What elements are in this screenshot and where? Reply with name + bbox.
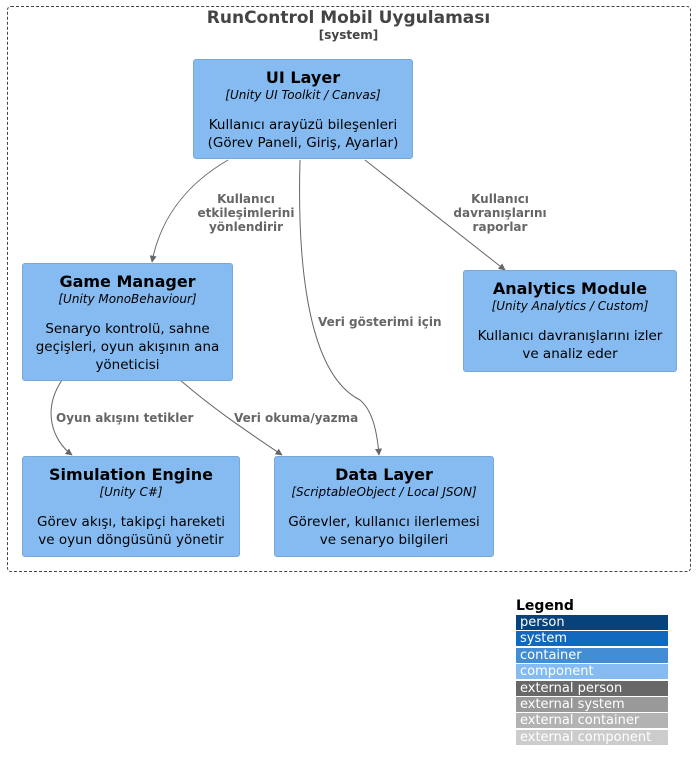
data-layer-description: Görevler, kullanıcı ilerlemesi ve senary…	[275, 513, 493, 549]
data-layer-component: Data Layer [ScriptableObject / Local JSO…	[274, 456, 494, 557]
analytics-desc-line: ve analiz eder	[522, 346, 618, 362]
data-layer-desc-line: ve senaryo bilgileri	[319, 532, 449, 548]
ui-layer-desc-line: Kullanıcı arayüzü bileşenleri	[208, 117, 398, 133]
system-subtitle: [system]	[318, 28, 379, 42]
edge-label-ui-to-game-manager: Kullanıcı etkileşimlerini yönlendirir	[196, 192, 296, 234]
edge-ui-to-analytics	[364, 159, 506, 271]
game-manager-desc-line: Senaryo kontrolü, sahne	[45, 321, 210, 337]
game-manager-desc-line: yöneticisi	[95, 357, 160, 373]
simulation-desc-line: ve oyun döngüsünü yönetir	[38, 532, 224, 548]
legend-item-container: container	[516, 647, 668, 663]
simulation-tech: [Unity C#]	[99, 485, 163, 499]
edge-label-line: Kullanıcı	[471, 192, 529, 206]
edge-gm-to-data-layer	[179, 379, 283, 456]
analytics-description: Kullanıcı davranışlarını izler ve analiz…	[464, 327, 676, 363]
edge-label-ui-to-data-layer: Veri gösterimi için	[318, 315, 442, 329]
legend: Legend person system container component…	[516, 598, 668, 746]
edge-label-line: Kullanıcı	[217, 192, 275, 206]
data-layer-desc-line: Görevler, kullanıcı ilerlemesi	[288, 514, 480, 530]
analytics-title: Analytics Module	[492, 279, 648, 298]
edge-ui-to-game-manager	[149, 159, 229, 263]
edge-label-line: etkileşimlerini	[197, 206, 295, 220]
data-layer-tech: [ScriptableObject / Local JSON]	[291, 485, 477, 499]
ui-layer-description: Kullanıcı arayüzü bileşenleri (Görev Pan…	[194, 116, 412, 152]
simulation-description: Görev akışı, takipçi hareketi ve oyun dö…	[23, 513, 239, 549]
system-title: RunControl Mobil Uygulaması	[206, 8, 491, 28]
edge-label-gm-to-simulation: Oyun akışını tetikler	[56, 411, 194, 425]
game-manager-tech: [Unity MonoBehaviour]	[58, 292, 197, 306]
edge-label-line: raporlar	[472, 220, 528, 234]
edge-label-line: davranışlarını	[453, 206, 547, 220]
ui-layer-desc-line: (Görev Paneli, Giriş, Ayarlar)	[207, 135, 399, 151]
game-manager-component: Game Manager [Unity MonoBehaviour] Senar…	[22, 263, 233, 381]
legend-item-system: system	[516, 631, 668, 647]
ui-layer-component: UI Layer [Unity UI Toolkit / Canvas] Kul…	[193, 59, 413, 159]
ui-layer-tech: [Unity UI Toolkit / Canvas]	[225, 88, 381, 102]
game-manager-desc-line: geçişleri, oyun akışının ana	[35, 339, 220, 355]
simulation-desc-line: Görev akışı, takipçi hareketi	[36, 514, 225, 530]
legend-title: Legend	[516, 598, 574, 614]
analytics-desc-line: Kullanıcı davranışlarını izler	[477, 328, 663, 344]
legend-item-external-container: external container	[516, 713, 668, 729]
edge-gm-to-simulation	[50, 379, 73, 456]
edge-label-gm-to-data-layer: Veri okuma/yazma	[234, 411, 359, 425]
legend-item-person: person	[516, 615, 668, 630]
legend-item-component: component	[516, 664, 668, 680]
legend-item-external-system: external system	[516, 696, 668, 712]
simulation-engine-component: Simulation Engine [Unity C#] Görev akışı…	[22, 456, 240, 557]
edge-label-ui-to-analytics: Kullanıcı davranışlarını raporlar	[450, 192, 550, 234]
analytics-module-component: Analytics Module [Unity Analytics / Cust…	[463, 270, 677, 372]
analytics-tech: [Unity Analytics / Custom]	[491, 299, 649, 313]
system-boundary	[7, 6, 691, 572]
game-manager-title: Game Manager	[59, 272, 196, 291]
data-layer-title: Data Layer	[335, 465, 433, 484]
legend-item-external-person: external person	[516, 680, 668, 696]
edge-label-line: yönlendirir	[208, 220, 284, 234]
edge-ui-to-data-layer	[299, 159, 382, 456]
ui-layer-title: UI Layer	[265, 68, 341, 87]
game-manager-description: Senaryo kontrolü, sahne geçişleri, oyun …	[23, 320, 232, 374]
legend-item-external-component: external component	[516, 729, 668, 745]
simulation-title: Simulation Engine	[49, 465, 213, 484]
